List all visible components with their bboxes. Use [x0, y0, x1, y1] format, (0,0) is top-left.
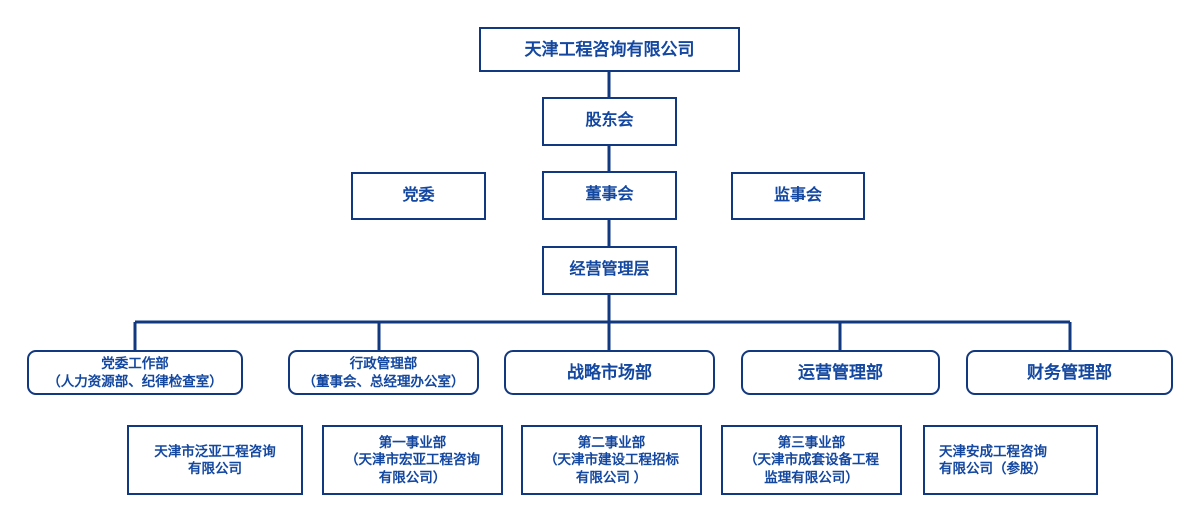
node-subsidiary-fanya-label: 天津市泛亚工程咨询 有限公司: [154, 443, 276, 476]
node-department-finance[interactable]: 财务管理部: [966, 350, 1173, 395]
node-shareholders-meeting[interactable]: 股东会: [542, 97, 677, 146]
node-board-of-supervisors[interactable]: 监事会: [731, 172, 865, 220]
node-board-of-directors[interactable]: 董事会: [542, 171, 677, 220]
node-subsidiary-fanya[interactable]: 天津市泛亚工程咨询 有限公司: [127, 425, 303, 495]
node-root[interactable]: 天津工程咨询有限公司: [479, 27, 740, 72]
node-department-party-affairs[interactable]: 党委工作部 （人力资源部、纪律检查室）: [27, 350, 243, 395]
node-business-unit-2[interactable]: 第二事业部 （天津市建设工程招标 有限公司 ）: [521, 425, 702, 495]
node-business-unit-1-label: 第一事业部 （天津市宏亚工程咨询 有限公司）: [345, 435, 480, 485]
node-party-committee-label: 党委: [402, 186, 435, 204]
node-subsidiary-ancheng-label: 天津安成工程咨询 有限公司（参股）: [939, 443, 1047, 476]
node-subsidiary-ancheng[interactable]: 天津安成工程咨询 有限公司（参股）: [923, 425, 1098, 495]
node-management-layer[interactable]: 经营管理层: [542, 246, 677, 295]
node-management-layer-label: 经营管理层: [569, 261, 650, 279]
node-board-of-supervisors-label: 监事会: [773, 186, 822, 204]
node-department-operations[interactable]: 运营管理部: [741, 350, 940, 395]
node-department-strategy-market-label: 战略市场部: [567, 362, 652, 382]
node-party-committee[interactable]: 党委: [351, 172, 486, 220]
node-board-of-directors-label: 董事会: [585, 186, 634, 204]
node-business-unit-1[interactable]: 第一事业部 （天津市宏亚工程咨询 有限公司）: [322, 425, 503, 495]
node-department-operations-label: 运营管理部: [798, 362, 883, 382]
node-business-unit-3[interactable]: 第三事业部 （天津市成套设备工程 监理有限公司）: [721, 425, 902, 495]
node-root-label: 天津工程咨询有限公司: [524, 39, 695, 59]
node-department-party-affairs-label: 党委工作部 （人力资源部、纪律检查室）: [47, 356, 223, 389]
node-department-administration[interactable]: 行政管理部 （董事会、总经理办公室）: [288, 350, 479, 395]
node-department-finance-label: 财务管理部: [1027, 362, 1112, 382]
node-business-unit-2-label: 第二事业部 （天津市建设工程招标 有限公司 ）: [544, 435, 679, 485]
node-department-strategy-market[interactable]: 战略市场部: [504, 350, 715, 395]
node-shareholders-meeting-label: 股东会: [585, 112, 634, 130]
node-department-administration-label: 行政管理部 （董事会、总经理办公室）: [302, 356, 465, 389]
node-business-unit-3-label: 第三事业部 （天津市成套设备工程 监理有限公司）: [744, 435, 879, 485]
